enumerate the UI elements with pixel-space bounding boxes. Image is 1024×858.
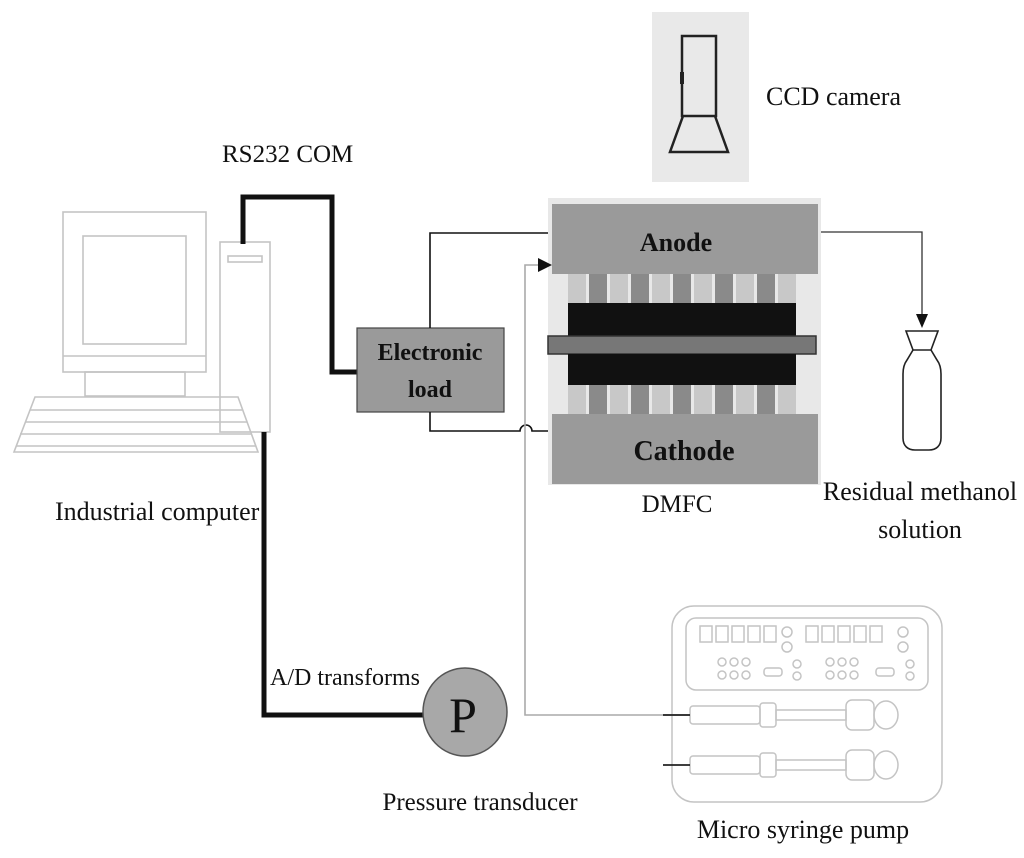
methanol-feed-line bbox=[524, 264, 690, 716]
ccd-camera-label: CCD camera bbox=[766, 82, 901, 111]
outlet-arrow bbox=[916, 314, 928, 328]
residual-label-line2: solution bbox=[878, 515, 962, 544]
anode-flow-channels bbox=[568, 274, 796, 303]
ccd-camera-icon bbox=[652, 12, 749, 182]
pressure-symbol: P bbox=[449, 687, 477, 743]
anode-plate bbox=[552, 204, 818, 274]
anode-label: Anode bbox=[640, 228, 712, 257]
residual-label-line1: Residual methanol bbox=[823, 477, 1017, 506]
load-anode-wire bbox=[429, 232, 552, 328]
computer-icon bbox=[12, 211, 271, 453]
dmfc-label: DMFC bbox=[642, 491, 713, 518]
bottle-icon bbox=[902, 330, 942, 451]
cathode-plate bbox=[552, 414, 818, 484]
ad-cable bbox=[261, 432, 424, 718]
cathode-diffusion-layer bbox=[568, 354, 796, 385]
ad-transforms-label: A/D transforms bbox=[270, 665, 420, 691]
load-cathode-wire bbox=[429, 412, 552, 432]
syringe-needles bbox=[663, 714, 690, 766]
electronic-load-label-line1: Electronic bbox=[378, 340, 483, 366]
industrial-computer-label: Industrial computer bbox=[55, 497, 260, 526]
pressure-transducer-icon bbox=[422, 667, 508, 757]
pressure-transducer-label: Pressure transducer bbox=[382, 789, 578, 816]
rs232-cable bbox=[240, 194, 358, 375]
rs232-label: RS232 COM bbox=[222, 141, 353, 168]
syringe-pump-icon bbox=[671, 605, 943, 803]
cathode-label: Cathode bbox=[633, 436, 734, 467]
membrane bbox=[547, 335, 817, 355]
dmfc-cell bbox=[547, 198, 821, 485]
anode-diffusion-layer bbox=[568, 303, 796, 336]
feed-arrow bbox=[538, 258, 552, 272]
electronic-load-label-line2: load bbox=[408, 377, 453, 403]
cathode-flow-channels bbox=[568, 385, 796, 414]
micro-syringe-pump-label: Micro syringe pump bbox=[697, 815, 909, 844]
outlet-line bbox=[821, 231, 923, 318]
